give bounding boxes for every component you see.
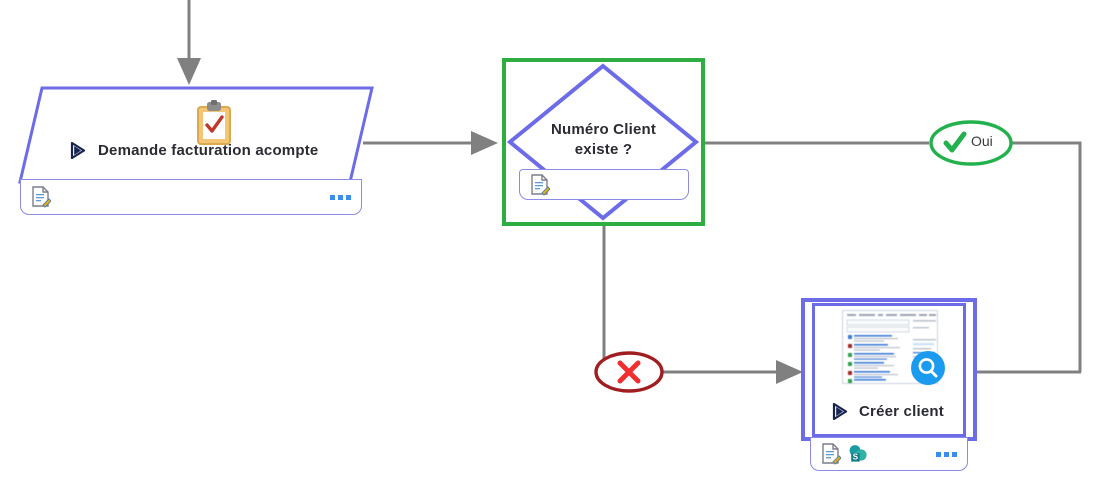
more-options-dots-creer[interactable] <box>936 451 957 457</box>
node-label-row: Demande facturation acompte <box>70 142 318 159</box>
footer-icon-group: S <box>821 443 868 465</box>
decision-label: Numéro Client existe ? <box>502 120 705 160</box>
node-demande-facturation-acompte[interactable]: Demande facturation acompte <box>14 86 374 221</box>
magnifier-zoom-icon[interactable] <box>910 350 946 386</box>
badge-non[interactable] <box>592 350 666 395</box>
play-triangle-icon <box>832 403 848 420</box>
clipboard-check-icon <box>197 100 231 145</box>
sharepoint-icon[interactable]: S <box>848 444 868 464</box>
node-footer-decision[interactable] <box>519 169 689 200</box>
decision-label-line1: Numéro Client <box>550 121 657 138</box>
badge-non-ellipse[interactable] <box>592 350 666 395</box>
node-title-creer-client: Créer client <box>859 403 944 420</box>
badge-oui-ellipse[interactable] <box>929 119 1013 167</box>
svg-text:S: S <box>853 452 859 461</box>
node-title-demande: Demande facturation acompte <box>98 142 319 159</box>
document-edit-icon[interactable] <box>821 443 841 465</box>
connector-yes-loop <box>1012 141 1082 372</box>
node-creer-client[interactable]: Créer client S <box>801 298 977 474</box>
node-numero-client-existe[interactable]: Numéro Client existe ? <box>502 58 705 226</box>
badge-oui[interactable]: Oui <box>929 119 1013 167</box>
node-footer-demande[interactable] <box>20 179 362 215</box>
document-edit-icon[interactable] <box>530 173 550 196</box>
node-label-row-creer: Créer client <box>832 403 944 420</box>
play-triangle-icon <box>70 142 86 159</box>
more-options-dots-demande[interactable] <box>330 194 351 200</box>
node-footer-creer-client[interactable]: S <box>810 437 968 471</box>
document-edit-icon[interactable] <box>31 186 51 208</box>
badge-oui-label: Oui <box>971 133 993 149</box>
decision-label-line2: existe ? <box>574 141 633 158</box>
